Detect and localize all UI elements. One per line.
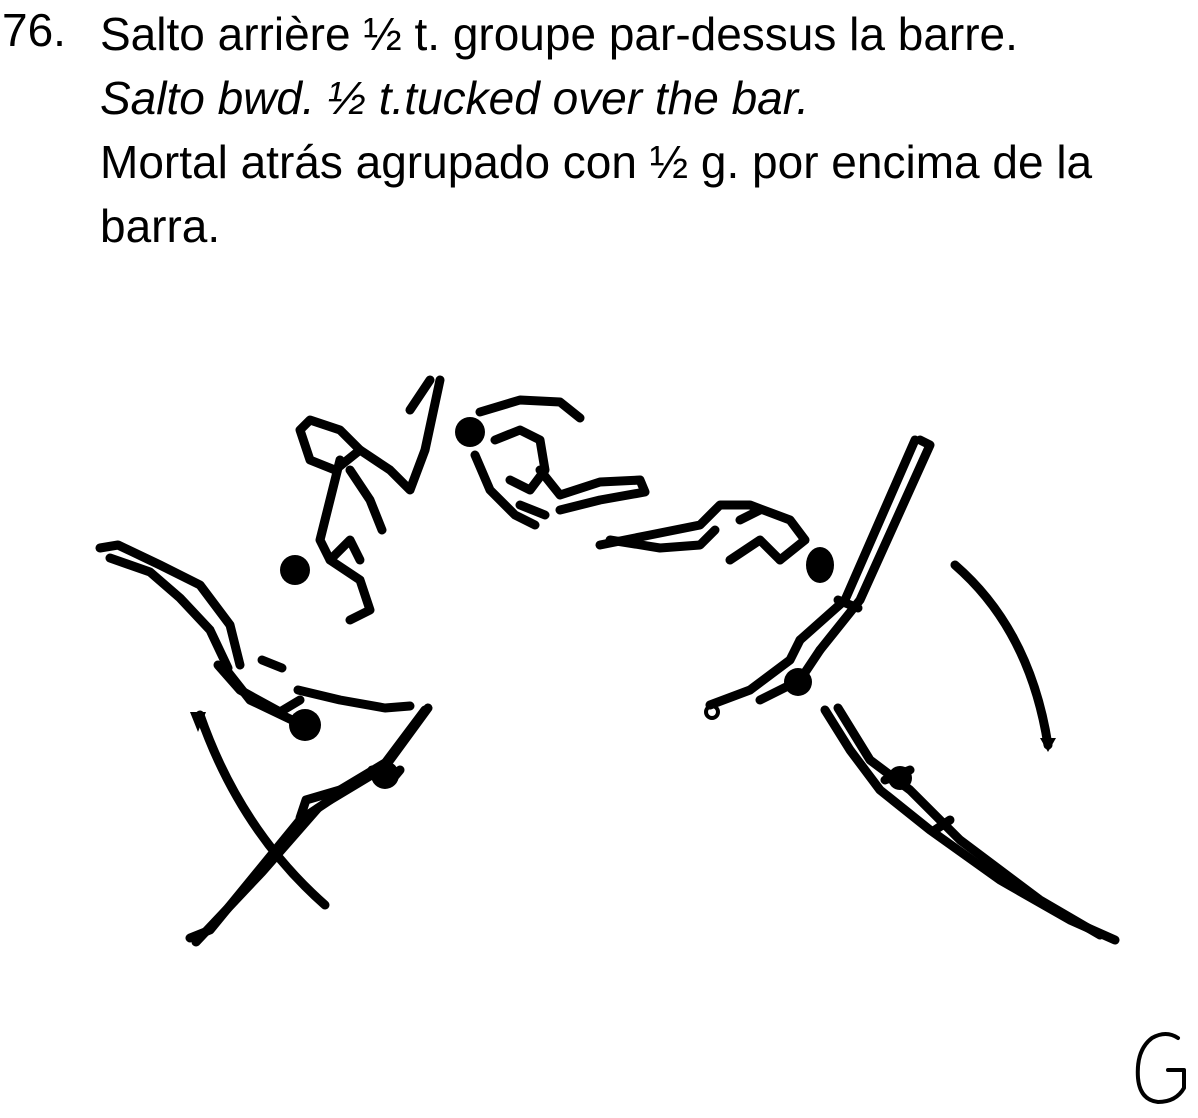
gymnast-figure-4: [470, 395, 650, 530]
head-3: [280, 555, 310, 585]
gymnast-figure-5: [595, 500, 810, 565]
gymnast-figure-1: [185, 703, 433, 947]
head-4: [455, 417, 485, 447]
rotation-arrow-left: [195, 710, 330, 910]
arrowhead-left: [190, 712, 206, 732]
head-1: [371, 761, 399, 789]
arrowhead-right: [1040, 738, 1056, 752]
element-description: Salto arrière ½ t. groupe par-dessus la …: [100, 2, 1190, 258]
skill-illustration: [95, 375, 1120, 947]
head-5: [806, 547, 834, 583]
description-spanish: Mortal atrás agrupado con ½ g. por encim…: [100, 136, 1093, 252]
description-english: Salto bwd. ½ t.tucked over the bar.: [100, 72, 810, 124]
head-6: [784, 668, 812, 696]
horizontal-bar: [704, 704, 720, 720]
element-number: 76.: [2, 4, 66, 56]
gymnast-figure-3: [295, 375, 445, 625]
difficulty-value-mark: [1135, 1032, 1186, 1104]
head-2: [289, 709, 321, 741]
description-french: Salto arrière ½ t. groupe par-dessus la …: [100, 8, 1018, 60]
gymnast-figure-2: [95, 540, 415, 725]
gymnast-figure-7: [820, 703, 1120, 945]
head-7: [888, 766, 912, 790]
rotation-arrow-right: [950, 560, 1053, 750]
